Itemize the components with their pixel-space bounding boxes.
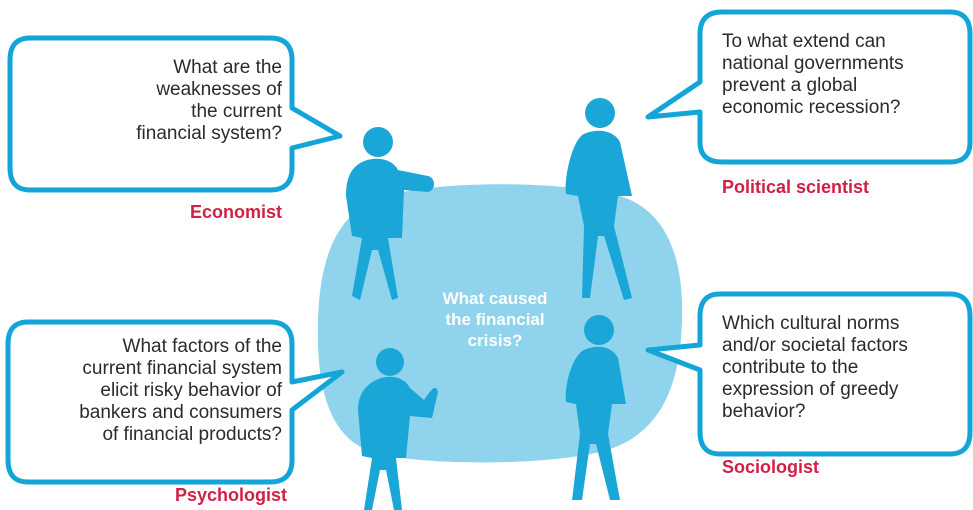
center-line-1: What caused: [442, 289, 548, 308]
sociologist-bubble: [645, 291, 973, 457]
sociologist-line-1: Which cultural norms: [722, 313, 900, 334]
psychologist-bubble: [5, 319, 345, 485]
economist-line-3: the current: [191, 101, 282, 122]
center-line-2: the financial: [445, 310, 545, 329]
center-line-3: crisis?: [467, 331, 523, 350]
sociologist-label: Sociologist: [722, 457, 820, 477]
sociologist-line-4: expression of greedy: [722, 379, 899, 400]
economist-line-2: weaknesses of: [156, 79, 282, 100]
economist-bubble: [7, 35, 343, 193]
psychologist-label: Psychologist: [175, 485, 288, 505]
political-scientist-bubble: [645, 9, 973, 165]
political-scientist-line-4: economic recession?: [722, 97, 901, 118]
psychologist-line-5: of financial products?: [102, 424, 282, 445]
psychologist-line-1: What factors of the: [122, 336, 282, 357]
sociologist-line-5: behavior?: [722, 401, 806, 422]
psychologist-question: What factors of the current financial sy…: [20, 336, 282, 446]
psychologist-line-2: current financial system: [82, 358, 282, 379]
political-scientist-line-1: To what extend can: [722, 31, 886, 52]
sociologist-line-2: and/or societal factors: [722, 335, 908, 356]
political-scientist-line-3: prevent a global: [722, 75, 858, 96]
economist-line-4: financial system?: [136, 123, 282, 144]
psychologist-line-4: bankers and consumers: [79, 402, 282, 423]
person-hands-on-hips-icon: [565, 98, 632, 300]
psychologist-line-3: elicit risky behavior of: [100, 380, 282, 401]
sociologist-question: Which cultural norms and/or societal fac…: [722, 313, 962, 423]
center-question: What caused the financial crisis?: [410, 288, 580, 351]
person-waving-icon: [358, 348, 438, 510]
sociologist-line-3: contribute to the: [722, 357, 859, 378]
political-scientist-label: Political scientist: [722, 177, 870, 197]
economist-question: What are the weaknesses of the current f…: [60, 57, 282, 145]
political-scientist-line-2: national governments: [722, 53, 904, 74]
political-scientist-question: To what extend can national governments …: [722, 31, 962, 119]
economist-label: Economist: [190, 202, 283, 222]
economist-line-1: What are the: [173, 57, 282, 78]
person-gesturing-icon: [346, 127, 434, 300]
person-standing-icon: [565, 315, 626, 500]
